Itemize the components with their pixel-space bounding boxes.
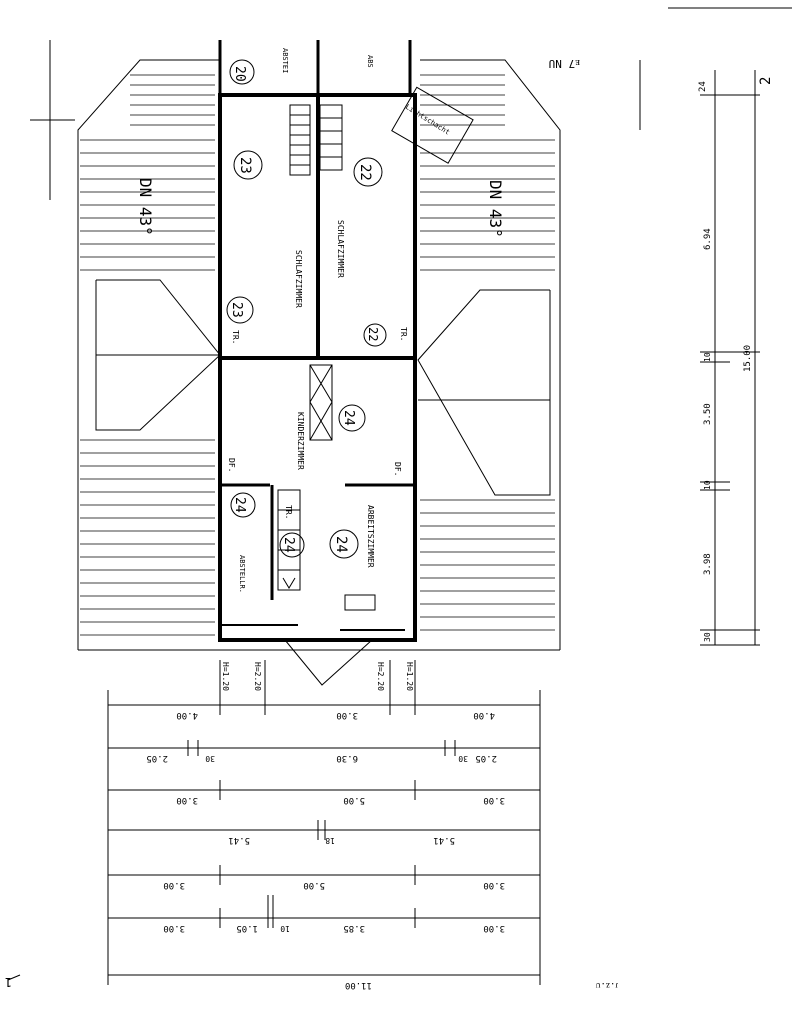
entry-triangle	[284, 639, 373, 686]
dormer-label-left: DF.	[227, 458, 236, 472]
dim-r2-c: 6.30	[336, 753, 358, 763]
stair-24-marker: 24	[281, 537, 296, 553]
dim-r4-b: 18	[325, 836, 335, 845]
room-23-name: SCHLAFZIMMER	[294, 250, 303, 308]
room-24-kinder-circle	[338, 404, 366, 432]
room-23-number: 23	[237, 157, 253, 174]
dim-r3-a: 3.00	[176, 795, 198, 805]
dim-r6-b: 1.05	[236, 923, 258, 933]
vdim-24: 24	[698, 81, 708, 92]
stair-23-marker: 23	[229, 302, 244, 318]
vdim-10b: 10	[703, 480, 712, 490]
dim-r1-b: 3.00	[336, 710, 358, 720]
vdim-694: 6.94	[703, 228, 713, 250]
height-label-1: H=1.20	[221, 662, 230, 691]
stair-bedroom-23	[289, 104, 311, 176]
height-label-4: H=1.20	[405, 662, 414, 691]
stair-label-22: TR.	[399, 327, 408, 341]
stair-bedroom-22	[319, 104, 343, 171]
room-24-abst-circle	[230, 492, 256, 518]
dim-r2-e: 2.05	[475, 753, 497, 763]
top-note: ᴇ7 NU	[549, 57, 580, 70]
dim-r1-c: 4.00	[473, 710, 495, 720]
dormer-left	[95, 279, 221, 431]
height-label-2: H=2.20	[253, 662, 262, 691]
dim-r6-d: 3.85	[343, 923, 365, 933]
room-20-number: 20	[232, 66, 247, 82]
corner-mark-2: 2	[758, 77, 774, 85]
room-24-arbeit-name: ARBEITSZIMMER	[366, 505, 375, 568]
room-24-abst-number: 24	[232, 497, 247, 513]
dim-r1-a: 4.00	[176, 710, 198, 720]
stair-arbeitszimmer	[277, 489, 301, 591]
stair-label-24: TR.	[284, 505, 293, 519]
room-24-arbeit-number: 24	[333, 536, 349, 553]
room-24-kinder-name: KINDERZIMMER	[296, 412, 305, 470]
corner-mark-1: 1	[5, 975, 12, 989]
height-label-3: H=2.20	[376, 662, 385, 691]
room-24-abst-name: ABSTELLR.	[238, 555, 246, 593]
dim-r5-b: 5.00	[303, 880, 325, 890]
dim-r3-c: 3.00	[483, 795, 505, 805]
dim-r6-e: 3.00	[483, 923, 505, 933]
room-22-name: SCHLAFZIMMER	[336, 220, 345, 278]
dim-r4-c: 5.41	[433, 835, 455, 845]
room-22-circle	[353, 157, 383, 187]
dim-r4-a: 5.41	[228, 835, 250, 845]
vdim-350: 3.50	[703, 403, 713, 425]
lichtschacht-label: Lichtschacht	[404, 103, 451, 137]
room-20-circle	[229, 59, 255, 85]
scale-note: ᴊ.ᴢ.ᴜ	[596, 980, 618, 990]
roof-pitch-right: DN 43°	[486, 180, 505, 238]
roof-pitch-left: DN 43°	[136, 178, 155, 236]
horizontal-dimension-rows	[7, 660, 541, 985]
walls	[218, 40, 417, 642]
dim-r5-a: 3.00	[163, 880, 185, 890]
vertical-dimension-chain	[700, 70, 760, 646]
dim-r7-total: 11.00	[345, 980, 372, 990]
dim-r2-d: 30	[458, 754, 468, 763]
room-20-name: ABSTEI	[281, 48, 289, 73]
dormer-right	[417, 289, 551, 496]
dim-r3-b: 5.00	[343, 795, 365, 805]
vdim-total: 15.00	[743, 345, 753, 372]
cabinet-kinderzimmer	[309, 364, 333, 441]
dim-r5-c: 3.00	[483, 880, 505, 890]
stair-24-circle	[279, 532, 305, 558]
dormer-label-right: DF.	[393, 462, 402, 476]
room-24-kinder-number: 24	[341, 410, 356, 426]
stair-22-circle	[363, 323, 387, 347]
roof-hatching	[80, 74, 555, 636]
vdim-10a: 10	[703, 352, 712, 362]
roof-outline	[30, 7, 792, 651]
room-24-arbeit-circle	[329, 529, 359, 559]
stair-label-23: TR.	[231, 330, 240, 344]
vdim-30: 30	[703, 632, 712, 642]
lichtschacht-box	[391, 86, 474, 164]
stair-23-circle	[226, 296, 254, 324]
stair-22-marker: 22	[366, 327, 380, 341]
vdim-398: 3.98	[703, 553, 713, 575]
dim-r6-c: 10	[280, 924, 290, 933]
room-22-number: 22	[357, 164, 373, 181]
desk	[344, 594, 376, 611]
dim-r2-a: 2.05	[146, 753, 168, 763]
dim-r6-a: 3.00	[163, 923, 185, 933]
dim-r2-b: 30	[205, 754, 215, 763]
room-abs-name: ABS	[366, 55, 374, 68]
room-23-circle	[233, 150, 263, 180]
